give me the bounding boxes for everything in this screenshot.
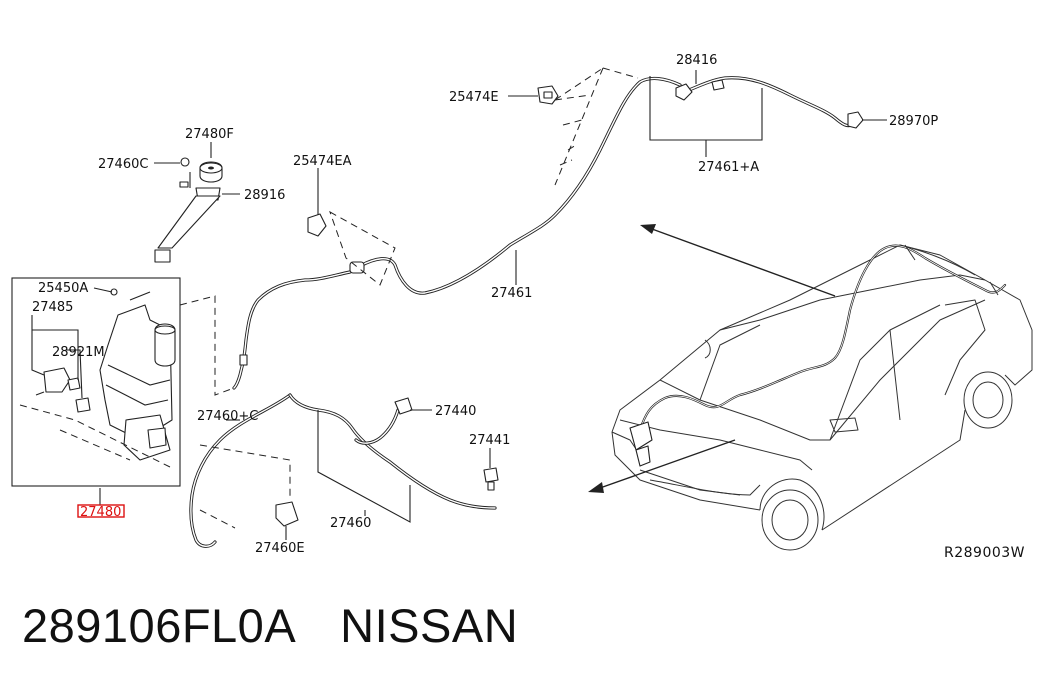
- label-27460e: 27460E: [255, 541, 305, 556]
- washer-hose-27460c: [189, 393, 497, 548]
- label-27460: 27460: [330, 516, 371, 531]
- nozzle-28970p: [847, 111, 864, 129]
- clip-25474ea: [307, 210, 396, 286]
- hose-clip: [239, 354, 248, 366]
- label-28916: 28916: [244, 188, 285, 203]
- hose-connector: [349, 261, 365, 274]
- washer-pump-28921m: [35, 367, 91, 413]
- label-27485: 27485: [32, 300, 73, 315]
- washer-hose-27461: [232, 76, 682, 390]
- washer-hose-28416: [675, 76, 864, 129]
- label-28970p: 28970P: [889, 114, 938, 129]
- label-27461: 27461: [491, 286, 532, 301]
- label-28416: 28416: [676, 53, 717, 68]
- hose-joint: [675, 83, 693, 101]
- vehicle-illustration: [611, 244, 1033, 551]
- nozzle-27441: [483, 467, 499, 491]
- label-27480: 27480: [80, 505, 121, 520]
- label-25450a: 25450A: [38, 281, 88, 296]
- callout-labels: 25474E 28416 28970P 27461+A 27480F 27460…: [32, 53, 938, 556]
- label-27480f: 27480F: [185, 127, 234, 142]
- label-28921m: 28921M: [52, 345, 105, 360]
- part-number: 289106FL0A: [22, 599, 297, 652]
- clip-25474e: [537, 85, 559, 105]
- label-27441: 27441: [469, 433, 510, 448]
- connector-27460e: [275, 501, 299, 527]
- label-25474e: 25474E: [449, 90, 499, 105]
- highlighted-part-27480: 27480: [77, 504, 125, 520]
- washer-filler-neck: [154, 157, 223, 263]
- label-27461a: 27461+A: [698, 160, 759, 175]
- label-27440: 27440: [435, 404, 476, 419]
- label-25474ea: 25474EA: [293, 154, 352, 169]
- brand-name: NISSAN: [340, 599, 519, 652]
- label-27460c: 27460C: [98, 157, 148, 172]
- tank-assembly-frame: [11, 277, 181, 487]
- direction-arrows: [588, 224, 836, 493]
- washer-tank-27480: [99, 288, 176, 461]
- diagram-reference-code: R289003W: [944, 545, 1025, 561]
- part-number-footer: 289106FL0A NISSAN: [22, 598, 518, 653]
- label-27460-c: 27460+C: [197, 409, 258, 424]
- bolt-27460c: [180, 157, 190, 167]
